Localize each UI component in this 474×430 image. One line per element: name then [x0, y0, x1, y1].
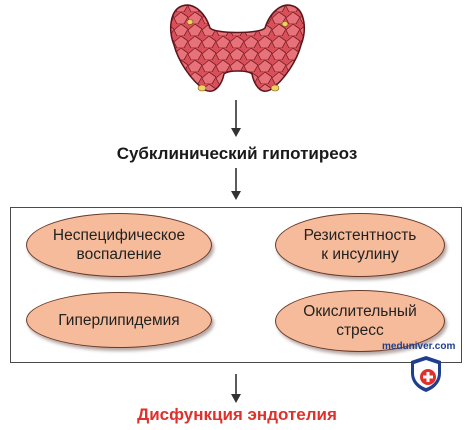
down-arrow-icon [231, 374, 241, 403]
factor-nonspecific-inflammation: Неспецифическое воспаление [26, 213, 212, 277]
down-arrow-icon [231, 168, 241, 200]
medical-shield-icon [411, 356, 441, 392]
factor-hyperlipidemia: Гиперлипидемия [26, 292, 212, 348]
outcome-label: Дисфункция эндотелия [137, 405, 337, 424]
thyroid-gland-illustration [169, 4, 306, 92]
watermark-text: meduniver.com [382, 341, 456, 352]
factor-oxidative-stress: Окислительный стресс [275, 290, 445, 352]
factor-insulin-resistance: Резистентность к инсулину [275, 213, 445, 277]
down-arrow-icon [231, 100, 241, 137]
condition-heading: Субклинический гипотиреоз [116, 144, 358, 163]
